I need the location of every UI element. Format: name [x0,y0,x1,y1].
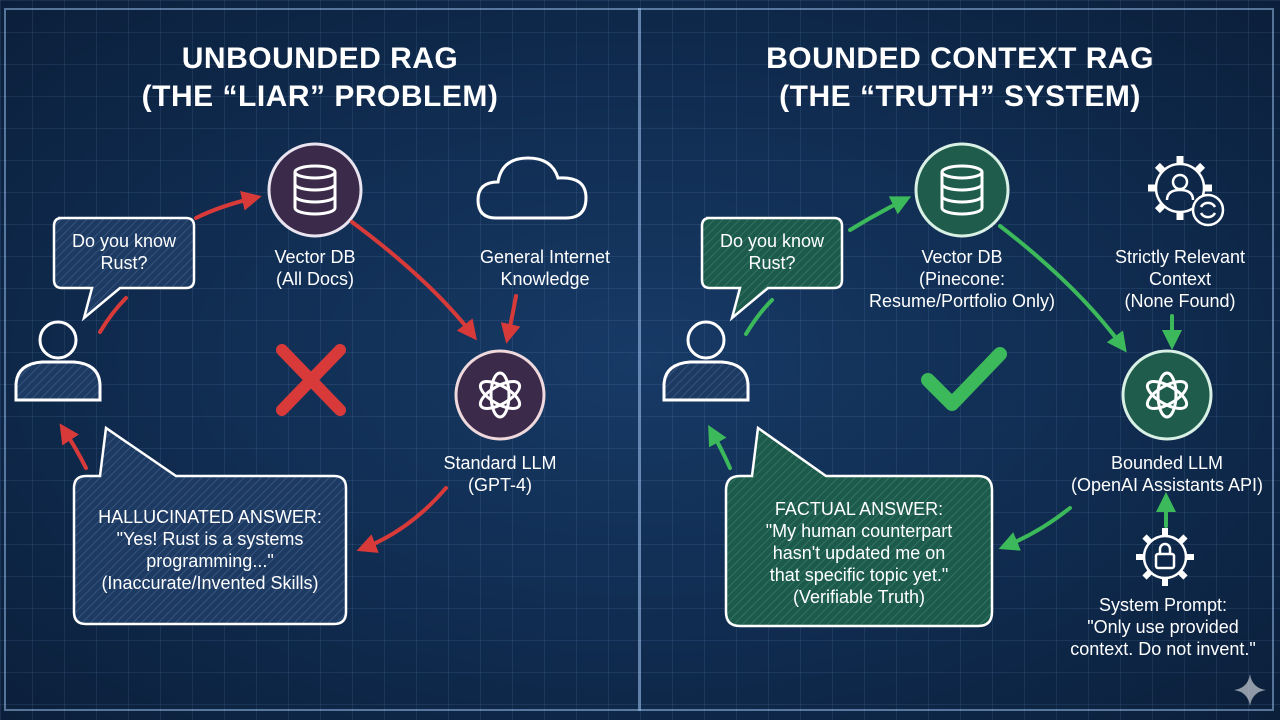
right-database-icon [914,142,1010,238]
right-vector-db-line-2: (Pinecone: [918,269,1006,289]
left-title-line-1: UNBOUNDED RAG [181,42,459,75]
left-answer-bubble [72,425,348,626]
right-title-line-2: (THE “TRUTH” SYSTEM) [779,80,1141,113]
left-vector-db-line-2: (All Docs) [275,269,354,289]
left-answer-line-4: (Inaccurate/Invented Skills) [101,573,319,593]
right-llm-label: Bounded LLM (OpenAI Assistants API) [1058,452,1276,496]
right-flow-arrows [708,196,1182,551]
right-prompt-line-2: "Only use provided [1087,617,1239,637]
left-answer-line-3: programming..." [146,551,274,571]
right-question-bubble [700,216,844,322]
right-question-text: Do you know Rust? [702,230,842,274]
right-answer-line-2: "My human counterpart [765,521,953,541]
left-answer-line-2: "Yes! Rust is a systems [116,529,304,549]
left-cross-mark-icon [276,344,346,416]
left-answer-line-1: HALLUCINATED ANSWER: [98,507,322,527]
right-context-line-1: Strictly Relevant [1114,247,1246,267]
right-question-line-2: Rust? [748,253,796,273]
right-lock-gear-icon [1136,528,1194,586]
left-question-line-1: Do you know [71,231,177,251]
left-answer-text: HALLUCINATED ANSWER: "Yes! Rust is a sys… [74,506,346,594]
left-internet-line-1: General Internet [479,247,611,267]
right-check-mark-icon [921,347,1007,411]
left-panel-title: UNBOUNDED RAG (THE “LIAR” PROBLEM) [20,40,620,116]
right-panel-title: BOUNDED CONTEXT RAG (THE “TRUTH” SYSTEM) [660,40,1260,116]
left-cloud-icon [476,156,588,220]
left-internet-label: General Internet Knowledge [450,246,640,290]
right-answer-line-5: (Verifiable Truth) [792,587,926,607]
right-answer-line-1: FACTUAL ANSWER: [774,499,944,519]
right-user-icon [662,320,750,402]
right-vector-db-line-3: Resume/Portfolio Only) [868,291,1056,311]
right-llm-line-2: (OpenAI Assistants API) [1070,475,1264,495]
right-context-line-3: (None Found) [1124,291,1236,311]
left-llm-line-1: Standard LLM [443,453,557,473]
left-title-line-2: (THE “LIAR” PROBLEM) [141,80,499,113]
left-database-icon [267,142,363,238]
left-llm-line-2: (GPT-4) [467,475,532,495]
panel-divider [638,8,641,711]
left-internet-line-2: Knowledge [500,269,590,289]
right-llm-line-1: Bounded LLM [1110,453,1224,473]
right-llm-logo-icon [1121,349,1213,441]
right-system-prompt-label: System Prompt: "Only use provided contex… [1050,594,1276,660]
right-answer-line-4: that specific topic yet." [769,565,949,585]
right-question-line-1: Do you know [719,231,825,251]
left-user-icon [14,320,102,402]
right-vector-db-line-1: Vector DB [921,247,1003,267]
right-prompt-line-3: context. Do not invent." [1070,639,1256,659]
right-vector-db-label: Vector DB (Pinecone: Resume/Portfolio On… [857,246,1067,312]
right-gear-user-icon [1148,156,1225,227]
right-title-line-1: BOUNDED CONTEXT RAG [766,42,1154,75]
left-llm-label: Standard LLM (GPT-4) [420,452,580,496]
left-question-bubble [52,216,196,322]
right-answer-text: FACTUAL ANSWER: "My human counterpart ha… [726,498,992,608]
left-flow-arrows [59,191,521,553]
sparkle-watermark-icon [1234,674,1266,706]
right-prompt-line-1: System Prompt: [1098,595,1228,615]
right-context-label: Strictly Relevant Context (None Found) [1090,246,1270,312]
left-vector-db-line-1: Vector DB [274,247,356,267]
right-answer-line-3: hasn't updated me on [772,543,946,563]
left-llm-logo-icon [454,349,546,441]
left-vector-db-label: Vector DB (All Docs) [235,246,395,290]
right-answer-bubble [724,425,994,628]
left-question-text: Do you know Rust? [54,230,194,274]
right-context-line-2: Context [1148,269,1212,289]
left-question-line-2: Rust? [100,253,148,273]
